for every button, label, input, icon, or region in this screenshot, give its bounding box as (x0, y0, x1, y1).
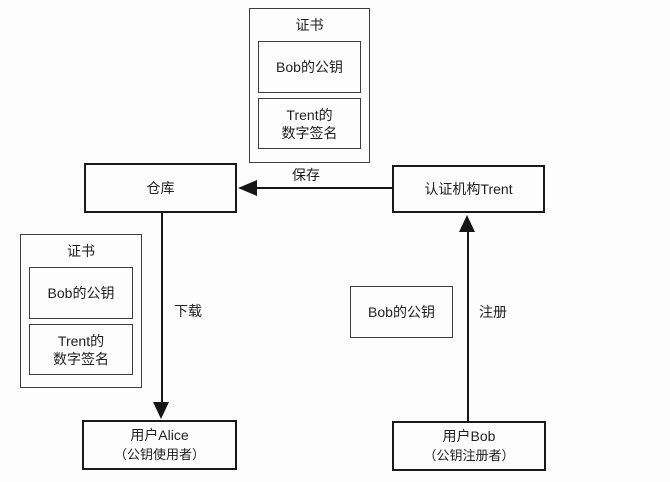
node-repository: 仓库 (84, 163, 237, 213)
download-edge-line (161, 213, 163, 403)
node-repository-label: 仓库 (146, 179, 175, 196)
bob-public-key-label: Bob的公钥 (368, 304, 435, 320)
node-user-alice: 用户Alice （公钥使用者） (82, 420, 237, 470)
box-bob-public-key: Bob的公钥 (350, 286, 453, 338)
download-edge-label: 下载 (172, 303, 204, 320)
node-alice-label: 用户Alice (130, 427, 189, 443)
certificate-title: 证书 (295, 17, 324, 33)
register-edge-label: 注册 (477, 304, 509, 321)
certificate-field-trent-signature: Trent的 数字签名 (29, 324, 133, 375)
register-edge-line (467, 231, 469, 421)
arrow-down-icon (153, 402, 169, 419)
node-user-bob: 用户Bob （公钥注册者） (392, 421, 546, 471)
node-ca-label: 认证机构Trent (424, 180, 513, 197)
arrow-left-icon (238, 180, 257, 196)
node-bob-label: 用户Bob (442, 428, 496, 444)
node-alice-sublabel: （公钥使用者） (113, 447, 205, 462)
certificate-box-top: 证书 Bob的公钥 Trent的 数字签名 (249, 8, 370, 163)
certificate-field-bob-public-key: Bob的公钥 (29, 267, 133, 319)
certificate-box-left: 证书 Bob的公钥 Trent的 数字签名 (20, 234, 142, 388)
certificate-title: 证书 (67, 243, 95, 259)
certificate-field-bob-public-key: Bob的公钥 (258, 41, 361, 93)
node-certification-authority: 认证机构Trent (392, 165, 545, 213)
save-edge-line (256, 187, 392, 189)
certificate-field-trent-signature: Trent的 数字签名 (258, 98, 361, 149)
arrow-up-icon (459, 215, 475, 232)
save-edge-label: 保存 (290, 167, 322, 184)
node-bob-sublabel: （公钥注册者） (423, 448, 515, 463)
